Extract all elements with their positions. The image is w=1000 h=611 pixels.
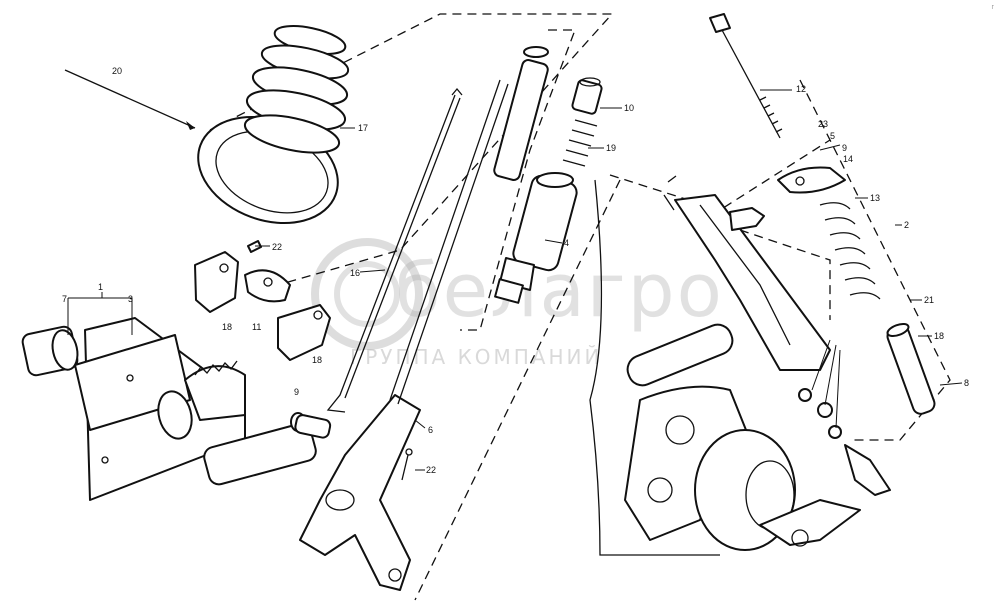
callout-17: 17 [358,123,368,133]
part-8-rod-end [844,444,891,496]
callout-21: 21 [924,295,934,305]
part-16-rod [326,87,463,413]
part-9-pin [290,412,332,439]
part-17-bellows [197,25,350,225]
callout-9-right: 9 [842,143,847,153]
part-18-bracket-bottom [277,304,331,361]
callout-13: 13 [870,193,880,203]
leader-lines [67,89,963,471]
callout-2: 2 [904,220,909,230]
part-18-bracket-top [194,251,239,313]
callout-18-top: 18 [222,322,232,332]
dashed-boundary-rod [739,229,831,320]
corner-mark: г [991,4,994,11]
part-12-bolt [709,13,783,139]
part-4-tube [493,46,578,304]
callout-12: 12 [796,84,806,94]
callout-22-top: 22 [272,242,282,252]
callout-22-bottom: 22 [426,465,436,475]
part-6-lever [299,79,509,591]
part-8-washer [798,388,842,439]
callout-4: 4 [564,238,569,248]
callout-14: 14 [843,154,853,164]
part-22-pin-bottom [401,448,413,481]
callout-11: 11 [252,322,261,332]
dashed-boundary-center [460,29,576,331]
callout-3: 3 [128,294,133,304]
part-11-clip [244,269,291,303]
callout-9-left: 9 [294,387,299,397]
part-2-housing [589,179,861,556]
part-1-pedal-assembly [21,317,317,501]
callout-8: 8 [964,378,969,388]
callout-23: 23 [818,119,828,129]
part-20-rod [64,69,196,130]
callout-16: 16 [350,268,360,278]
callout-10: 10 [624,103,634,113]
watermark-subtitle: ГРУППА КОМПАНИЙ [350,345,603,369]
callout-19: 19 [606,143,616,153]
dashed-boundary-bracket [609,139,831,211]
part-19-spring [562,119,598,167]
dashed-boundary-long [414,179,621,601]
part-13-spring [819,202,881,300]
callout-20: 20 [112,66,122,76]
part-22-pin-top [247,240,262,253]
callout-18-bottom: 18 [312,355,322,365]
part-23-bracket [663,175,831,371]
callout-18-right: 18 [934,331,944,341]
part-14-plate [777,166,846,194]
part-10-nut [571,77,603,115]
callout-1: 1 [98,282,103,292]
dashed-boundary-left [209,13,614,291]
part-21-sleeve [886,322,936,415]
dashed-boundary-right [799,79,951,441]
callout-7: 7 [62,294,67,304]
callout-6: 6 [428,425,433,435]
callout-5: 5 [830,131,835,141]
